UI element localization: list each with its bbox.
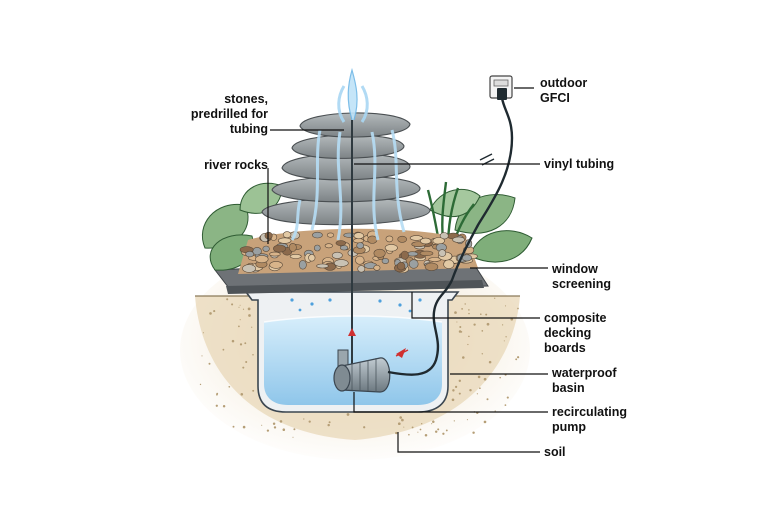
label-window-screening: window screening (552, 262, 612, 291)
label-vinyl-tubing: vinyl tubing (544, 157, 615, 171)
water-cascade (290, 67, 406, 241)
cord-break-mark (479, 153, 495, 166)
gfci-outlet-icon (489, 75, 513, 100)
power-cord (387, 97, 514, 376)
label-recirculating-pump: recirculating pump (552, 405, 628, 434)
label-outdoor-gfci: outdoor GFCI (540, 76, 588, 105)
recirculating-pump-shape (333, 348, 409, 393)
label-waterproof-basin: waterproof basin (552, 366, 617, 395)
leader-lines (267, 87, 548, 453)
flow-arrow-up (348, 328, 356, 336)
stacked-stones (261, 112, 431, 226)
label-composite-decking: composite decking boards (544, 311, 607, 355)
label-stones: stones, predrilled for tubing (190, 92, 268, 136)
label-soil: soil (544, 445, 566, 459)
composite-decking-shape (226, 280, 484, 294)
label-river-rocks: river rocks (204, 158, 268, 172)
river-rocks-shape (238, 228, 478, 274)
